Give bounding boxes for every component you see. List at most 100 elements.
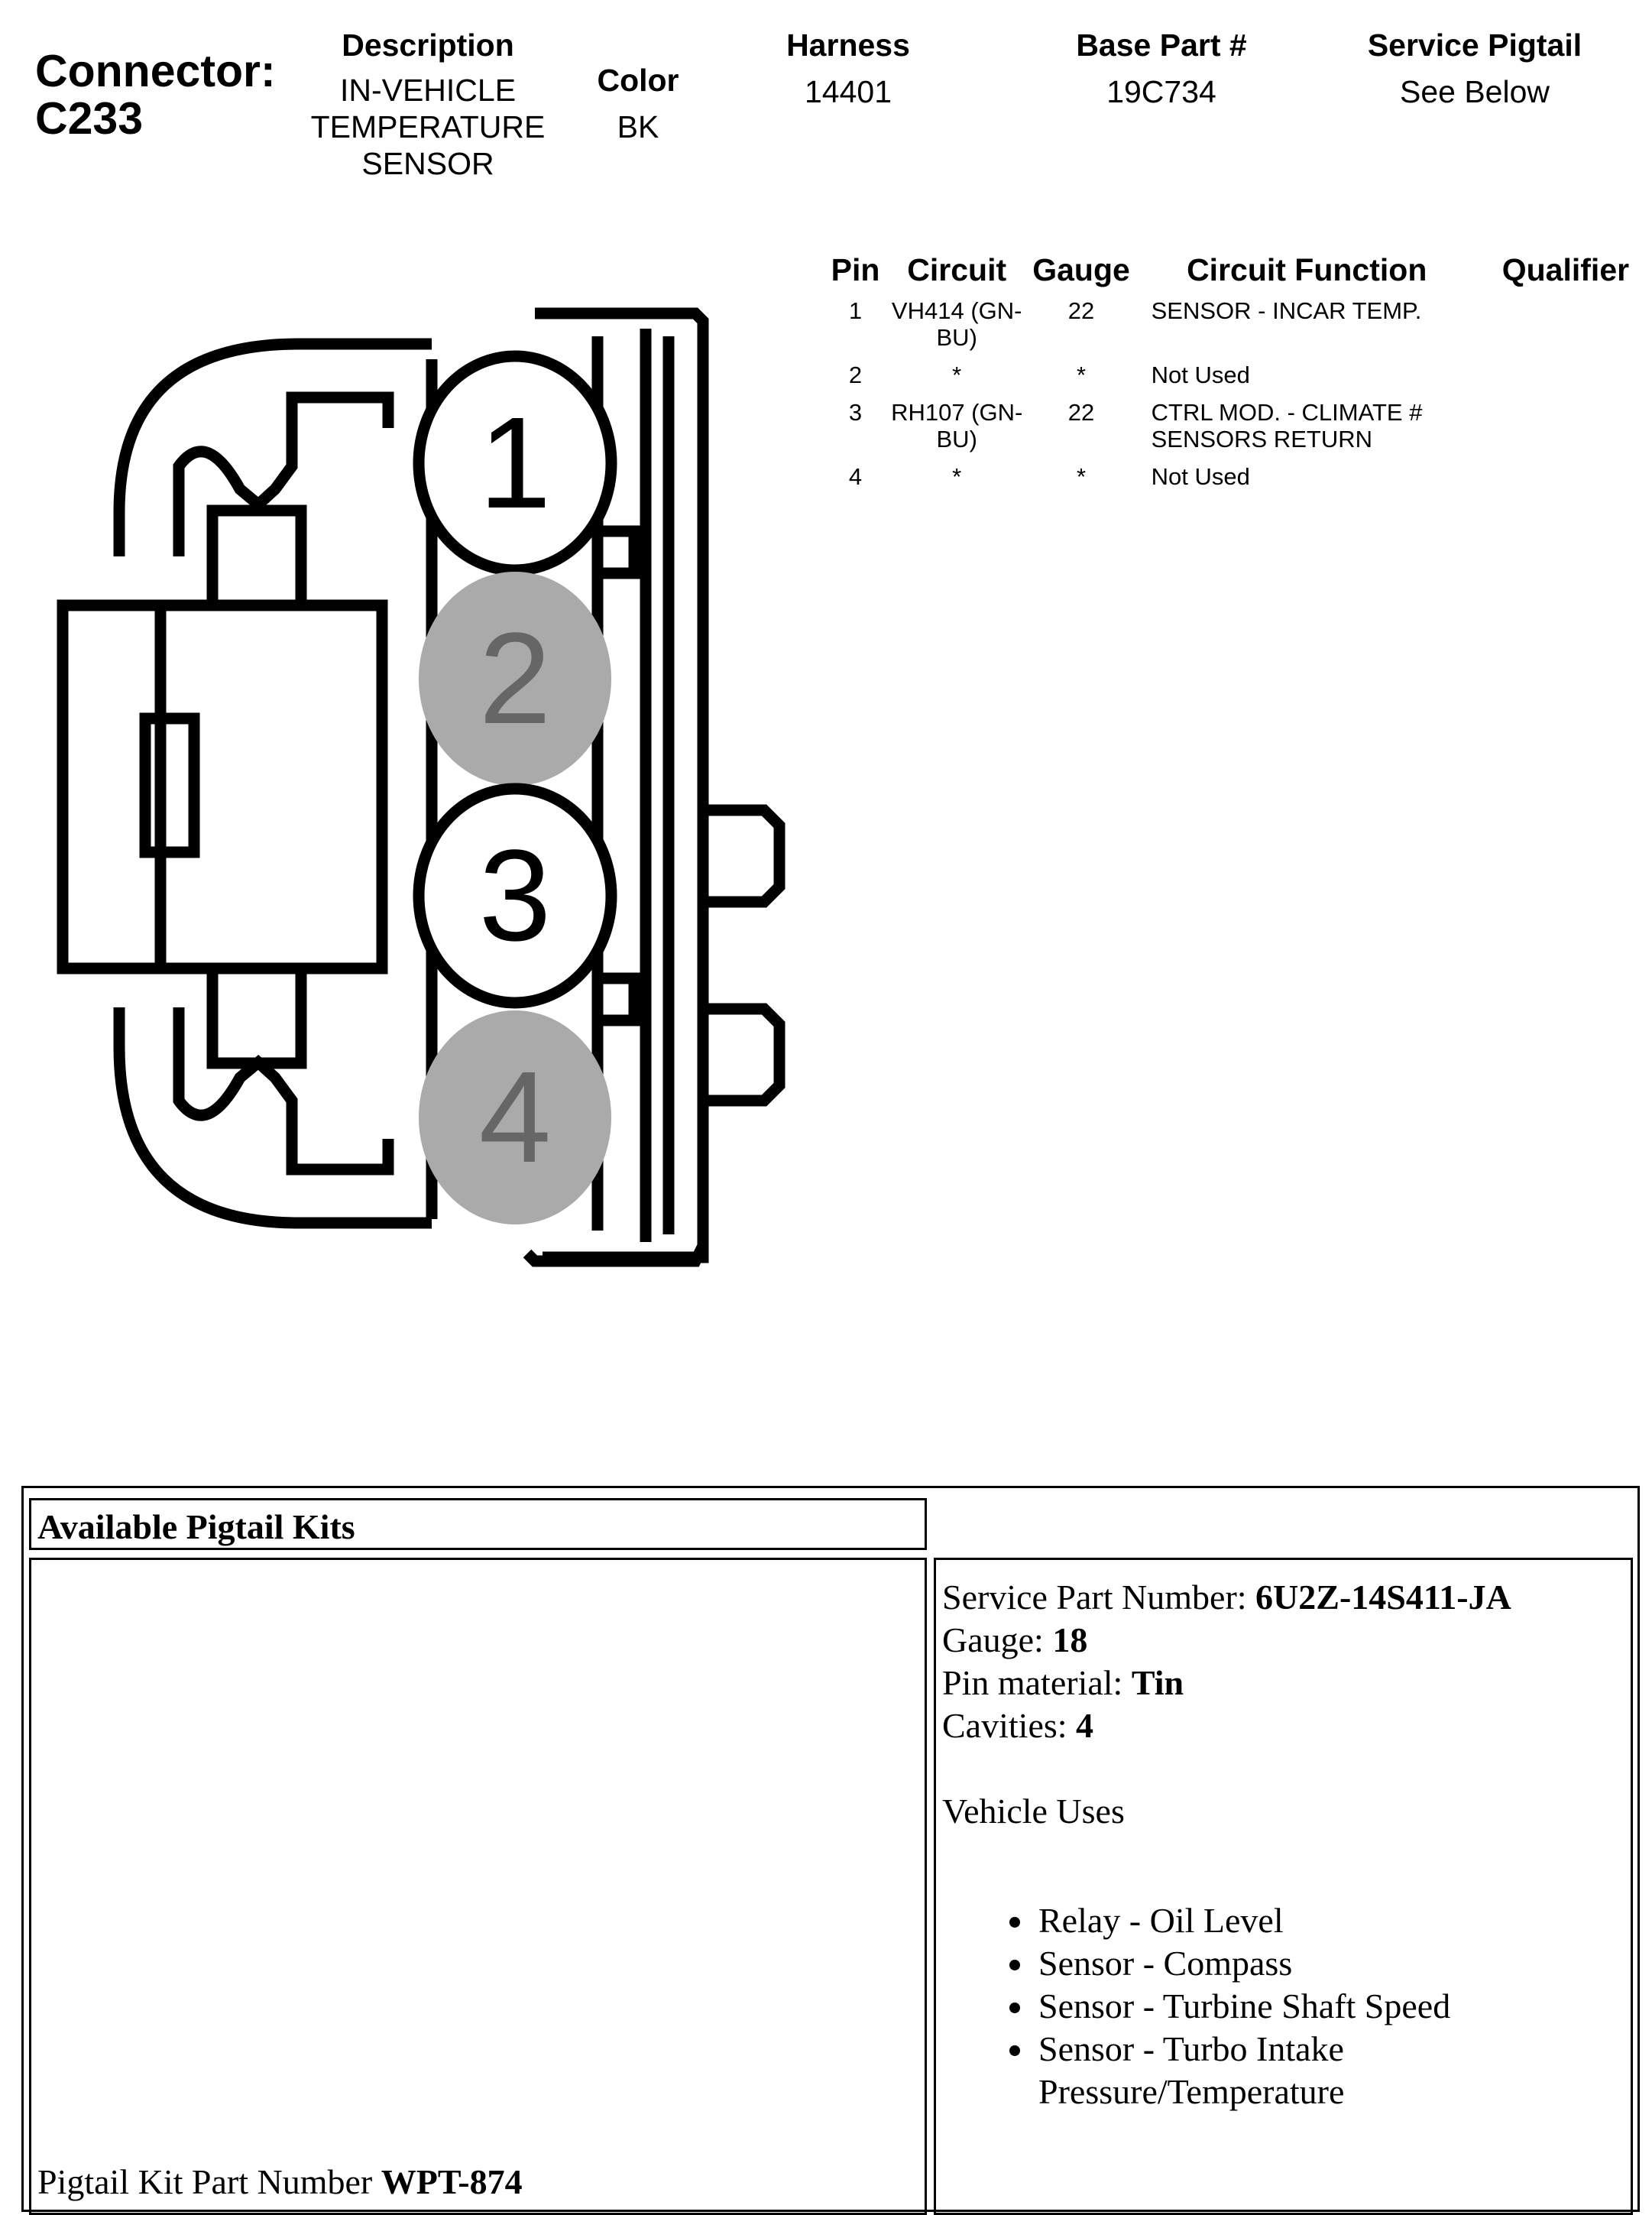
pin-number-3: 3 xyxy=(479,823,552,968)
connector-tab-lower xyxy=(206,962,307,1069)
connector-label-text: Connector: xyxy=(35,46,276,96)
pigtail-kit-label: Pigtail Kit Part Number xyxy=(37,2162,381,2201)
service-part-value: 6U2Z-14S411-JA xyxy=(1255,1578,1511,1617)
pin-cavity-1 xyxy=(413,350,617,576)
connector-latch-bottom xyxy=(173,1007,394,1176)
vehicle-uses-title: Vehicle Uses xyxy=(942,1792,1125,1831)
function-cell: SENSOR - INCAR TEMP. xyxy=(1135,297,1479,362)
list-item: Sensor - Turbine Shaft Speed xyxy=(1035,1985,1631,2028)
circuit-cell-text: * xyxy=(952,362,962,388)
function-cell: Not Used xyxy=(1135,362,1479,399)
circuit-cell: * xyxy=(886,362,1028,399)
connector-shell-right-bottom xyxy=(523,1243,708,1267)
cavities-spec: Cavities: 4 xyxy=(942,1705,1093,1746)
pin-material-label: Pin material: xyxy=(942,1663,1132,1702)
qualifier-cell xyxy=(1479,463,1652,501)
header-pin: Pin xyxy=(831,252,880,287)
list-item: Sensor - Turbo Intake Pressure/Temperatu… xyxy=(1035,2028,1631,2113)
function-cell: Not Used xyxy=(1135,463,1479,501)
vehicle-uses-list: Relay - Oil LevelSensor - CompassSensor … xyxy=(977,1899,1631,2113)
connector-latch-notch-top xyxy=(591,525,640,579)
gauge-cell: * xyxy=(1028,362,1134,399)
gauge-cell-text: * xyxy=(1076,463,1087,490)
pin-table-header: Pin Circuit Gauge Circuit Function Quali… xyxy=(825,252,1652,297)
connector-tab-upper xyxy=(206,504,307,611)
circuit-cell: RH107 (GN-BU) xyxy=(886,399,1028,463)
function-cell: CTRL MOD. - CLIMATE #SENSORS RETURN xyxy=(1135,399,1479,463)
pin-number-4: 4 xyxy=(479,1045,552,1190)
pin-cell-text: 1 xyxy=(848,297,863,324)
function-cell-text: Not Used xyxy=(1151,362,1250,388)
qualifier-cell xyxy=(1479,297,1652,362)
pigtail-kits-title-box: Available Pigtail Kits xyxy=(29,1498,927,1550)
function-cell-text: SENSORS RETURN xyxy=(1151,426,1372,452)
pin-cell-text: 3 xyxy=(848,399,863,426)
circuit-cell: VH414 (GN-BU) xyxy=(886,297,1028,362)
header-qualifier: Qualifier xyxy=(1501,252,1630,287)
connector-shell-right-top xyxy=(535,307,709,401)
header-gauge: Gauge xyxy=(1032,252,1130,287)
gauge-cell: * xyxy=(1028,463,1134,501)
harness-label: Harness xyxy=(786,28,910,63)
pin-cell-text: 4 xyxy=(848,463,863,490)
connector-shell-top xyxy=(113,338,432,556)
table-row: 3 RH107 (GN-BU) 22 CTRL MOD. - CLIMATE #SEN… xyxy=(825,399,1652,463)
connector-left-block xyxy=(57,599,388,975)
header-circuit: Circuit xyxy=(907,252,1007,287)
table-row: 4 * * Not Used xyxy=(825,463,1652,501)
pigtail-kit-number: WPT-874 xyxy=(381,2162,523,2201)
function-cell-text: SENSOR - INCAR TEMP. xyxy=(1151,297,1422,324)
circuit-cell-text: * xyxy=(952,463,962,490)
description-line: TEMPERATURE xyxy=(310,109,546,144)
color-value: BK xyxy=(617,109,659,144)
gauge-spec-label: Gauge: xyxy=(942,1620,1053,1659)
service-part-number: Service Part Number: 6U2Z-14S411-JA xyxy=(942,1577,1511,1617)
table-row: 2 * * Not Used xyxy=(825,362,1652,399)
gauge-cell-text: * xyxy=(1076,362,1087,388)
gauge-cell-text: 22 xyxy=(1067,399,1095,426)
pigtail-kits-title: Available Pigtail Kits xyxy=(37,1507,355,1546)
harness-value: 14401 xyxy=(804,74,892,109)
base-part-value: 19C734 xyxy=(1106,74,1216,109)
circuit-cell-text: BU) xyxy=(936,426,977,452)
connector-id: C233 xyxy=(35,93,144,144)
gauge-cell: 22 xyxy=(1028,297,1134,362)
pigtail-kit-part-number: Pigtail Kit Part Number WPT-874 xyxy=(37,2161,523,2202)
pin-number-2: 2 xyxy=(479,606,552,751)
connector-latch-notch-bottom xyxy=(591,972,640,1026)
function-cell-text: CTRL MOD. - CLIMATE # xyxy=(1151,399,1423,426)
qualifier-cell xyxy=(1479,399,1652,463)
service-pigtail-label: Service Pigtail xyxy=(1367,28,1582,63)
gauge-spec-value: 18 xyxy=(1052,1620,1088,1659)
pigtail-kit-details-box: Service Part Number: 6U2Z-14S411-JA Gaug… xyxy=(934,1558,1633,2215)
connector-key-slot xyxy=(139,712,200,858)
list-item: Relay - Oil Level xyxy=(1035,1899,1631,1942)
pin-cavity-3 xyxy=(413,783,617,1009)
pin-cell-text: 2 xyxy=(848,362,863,388)
gauge-cell: 22 xyxy=(1028,399,1134,463)
circuit-cell-text: VH414 (GN- xyxy=(891,297,1022,324)
color-label: Color xyxy=(597,63,679,98)
table-row: 1 VH414 (GN-BU) 22 SENSOR - INCAR TEMP. xyxy=(825,297,1652,362)
function-cell-text: Not Used xyxy=(1151,463,1250,490)
header-circuit-function: Circuit Function xyxy=(1187,252,1427,287)
service-pigtail-value: See Below xyxy=(1399,74,1550,109)
pin-material-value: Tin xyxy=(1131,1663,1184,1702)
pin-cell: 2 xyxy=(825,362,886,399)
pigtail-kit-image-box: Pigtail Kit Part Number WPT-874 xyxy=(29,1558,927,2215)
connector-shell-right xyxy=(543,401,786,1263)
pin-cell: 3 xyxy=(825,399,886,463)
cavities-label: Cavities: xyxy=(942,1706,1077,1745)
description-line: SENSOR xyxy=(361,146,494,181)
cavities-value: 4 xyxy=(1076,1706,1094,1745)
gauge-spec: Gauge: 18 xyxy=(942,1620,1087,1660)
circuit-cell: * xyxy=(886,463,1028,501)
pin-cavity-4 xyxy=(419,1010,611,1224)
circuit-cell-text: BU) xyxy=(936,324,977,351)
connector-latch-top xyxy=(173,391,394,556)
gauge-cell-text: 22 xyxy=(1067,297,1095,324)
circuit-cell-text: RH107 (GN- xyxy=(891,399,1023,426)
list-item: Sensor - Compass xyxy=(1035,1942,1631,1985)
